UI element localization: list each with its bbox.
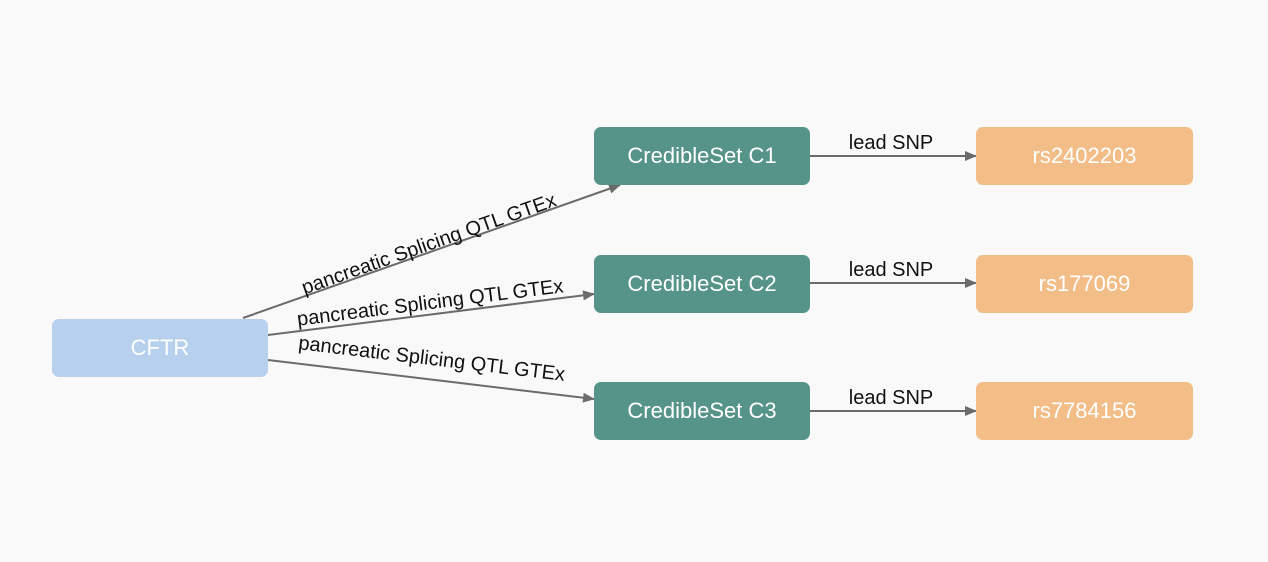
snp-node-rs7784156[interactable]: rs7784156 — [976, 382, 1193, 440]
snp-label: rs2402203 — [1032, 143, 1137, 168]
credible-set-node-c3[interactable]: CredibleSet C3 — [594, 382, 810, 440]
snp-node-rs177069[interactable]: rs177069 — [976, 255, 1193, 313]
edge-cftr-to-c1 — [242, 183, 621, 319]
snp-label: rs7784156 — [1032, 398, 1137, 423]
snp-node-rs2402203[interactable]: rs2402203 — [976, 127, 1193, 185]
edge-cftr-to-c3 — [267, 359, 595, 403]
credible-set-label: CredibleSet C1 — [627, 143, 777, 168]
credible-set-label: CredibleSet C2 — [627, 271, 777, 296]
credible-set-node-c2[interactable]: CredibleSet C2 — [594, 255, 810, 313]
snp-label: rs177069 — [1038, 271, 1131, 296]
gene-node-cftr[interactable]: CFTR — [52, 319, 268, 377]
edge-label-c1-snp: lead SNP — [849, 132, 934, 154]
gene-node-label: CFTR — [130, 335, 190, 360]
credible-set-label: CredibleSet C3 — [627, 398, 777, 423]
edge-label-cftr-c3: pancreatic Splicing QTL GTEx — [297, 332, 566, 386]
edge-label-c3-snp: lead SNP — [849, 387, 934, 409]
edge-cftr-to-c2 — [267, 290, 595, 336]
credible-set-node-c1[interactable]: CredibleSet C1 — [594, 127, 810, 185]
edge-label-c2-snp: lead SNP — [849, 259, 934, 281]
